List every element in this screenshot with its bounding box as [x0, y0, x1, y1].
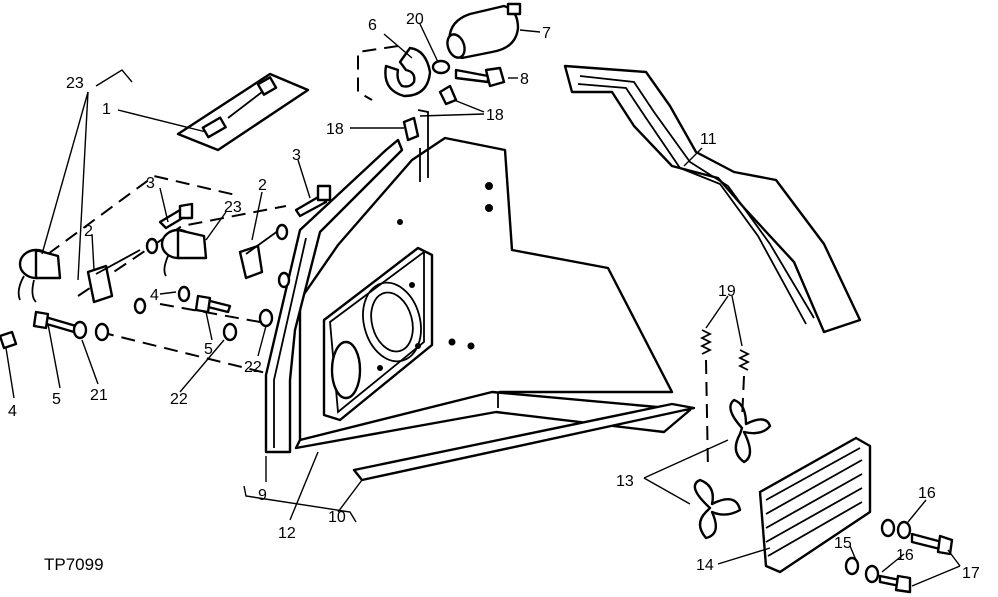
- motor-plate: [322, 246, 434, 422]
- callout-3-right: 3: [292, 147, 301, 164]
- callout-14: 14: [696, 557, 714, 574]
- callout-17: 17: [962, 565, 980, 582]
- callout-2-left: 2: [84, 223, 93, 240]
- callout-2-right: 2: [258, 177, 267, 194]
- callout-5-mid: 5: [204, 341, 213, 358]
- solenoid-assembly: [0, 174, 332, 375]
- callout-4-mid: 4: [150, 287, 159, 304]
- callout-4-left: 4: [8, 403, 17, 420]
- fan-upper: [729, 398, 772, 464]
- callout-22-bottom: 22: [170, 391, 188, 408]
- springs: [699, 329, 751, 471]
- fasteners-right: [844, 518, 954, 594]
- callout-5-left: 5: [52, 391, 61, 408]
- callout-21: 21: [90, 387, 108, 404]
- callout-3-left: 3: [146, 175, 155, 192]
- plate-with-screw: [176, 72, 310, 152]
- clamp-assembly: [357, 45, 506, 178]
- fan-lower: [693, 478, 742, 540]
- bottom-strip: [352, 402, 696, 482]
- callout-10: 10: [328, 509, 346, 526]
- callout-20: 20: [406, 11, 424, 28]
- coolant-tube: [563, 64, 862, 334]
- leader-lines: [5, 23, 961, 587]
- callout-6: 6: [368, 17, 377, 34]
- callout-13: 13: [616, 473, 634, 490]
- callout-22-mid: 22: [244, 359, 262, 376]
- heat-exchanger: [758, 436, 872, 574]
- callout-12: 12: [278, 525, 296, 542]
- callout-18-left: 18: [326, 121, 344, 138]
- callouts: 23 1 3 3 2 23 2 4 5 22 4 5 21 22 6 20 7 …: [8, 11, 980, 582]
- fuel-filter: [446, 2, 522, 60]
- callout-15: 15: [834, 535, 852, 552]
- callout-16-bottom: 16: [896, 547, 914, 564]
- callout-7: 7: [542, 25, 551, 42]
- callout-9: 9: [258, 487, 267, 504]
- callout-8: 8: [520, 71, 529, 88]
- callout-18-right: 18: [486, 107, 504, 124]
- figure-code: TP7099: [44, 555, 104, 574]
- callout-23-top: 23: [66, 75, 84, 92]
- callout-11: 11: [700, 131, 717, 148]
- callout-19: 19: [718, 283, 736, 300]
- callout-23-mid: 23: [224, 199, 242, 216]
- callout-16-top: 16: [918, 485, 936, 502]
- callout-1: 1: [102, 101, 111, 118]
